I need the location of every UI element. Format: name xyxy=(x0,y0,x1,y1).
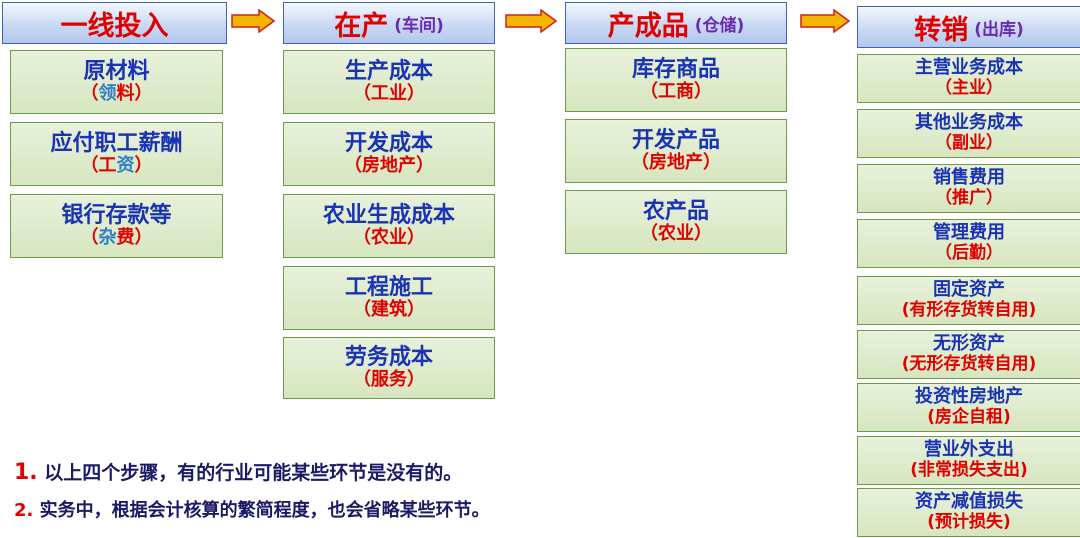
box-title: 销售费用 xyxy=(933,167,1005,189)
box-subtitle: （农业） xyxy=(640,223,712,245)
finished-box-development: 开发产品 （房地产） xyxy=(565,119,787,183)
note-number: 2. xyxy=(14,500,34,521)
header-investment-title: 一线投入 xyxy=(60,10,169,42)
box-subtitle: （杂费） xyxy=(80,227,153,249)
box-title: 农产品 xyxy=(642,199,709,224)
finished-box-goods: 库存商品 （工商） xyxy=(565,48,787,112)
header-wip-title: 在产 xyxy=(334,10,389,42)
box-subtitle: （工商） xyxy=(640,81,712,103)
box-subtitle: （工资） xyxy=(80,155,153,177)
transfer-box-impairment: 资产减值损失 (预计损失) xyxy=(857,488,1080,537)
box-title: 工程施工 xyxy=(344,275,433,300)
paren-open: （ xyxy=(80,227,99,249)
box-title: 银行存款等 xyxy=(61,203,172,228)
wip-box-agriculture: 农业生成成本 （农业） xyxy=(283,194,495,258)
paren-close: ） xyxy=(134,227,153,249)
highlight-char: 杂 xyxy=(98,227,117,249)
arrow-right-icon xyxy=(800,9,850,33)
arrow-right-icon xyxy=(231,9,275,33)
paren-open: （ xyxy=(80,155,99,177)
arrow-right-icon xyxy=(505,9,557,33)
box-title: 无形资产 xyxy=(933,333,1005,355)
investment-box-bank: 银行存款等 （杂费） xyxy=(10,194,223,258)
header-wip: 在产 (车间) xyxy=(283,2,495,44)
paren-close: ） xyxy=(134,155,153,177)
transfer-box-intangible-assets: 无形资产 (无形存货转自用) xyxy=(857,330,1080,379)
note-text: 以上四个步骤，有的行业可能某些环节是没有的。 xyxy=(44,462,463,484)
wip-box-development: 开发成本 （房地产） xyxy=(283,122,495,186)
transfer-box-main-cost: 主营业务成本 （主业） xyxy=(857,54,1080,103)
header-finished-title: 产成品 xyxy=(607,10,689,42)
header-finished-sub: (仓储) xyxy=(694,15,745,36)
box-title: 农业生成成本 xyxy=(322,203,455,228)
box-subtitle: (非常损失支出) xyxy=(910,460,1028,481)
box-subtitle: （领料） xyxy=(80,83,153,105)
rest-char: 费 xyxy=(116,227,135,249)
box-subtitle: （后勤） xyxy=(935,243,1003,264)
transfer-box-other-cost: 其他业务成本 （副业） xyxy=(857,109,1080,158)
box-subtitle: （建筑） xyxy=(353,299,425,321)
note-number: 1. xyxy=(14,460,38,485)
rest-char: 料 xyxy=(116,83,135,105)
box-title: 生产成本 xyxy=(344,59,433,84)
box-subtitle: （房地产） xyxy=(631,152,721,174)
box-title: 营业外支出 xyxy=(924,439,1014,461)
box-subtitle: （房地产） xyxy=(344,155,434,177)
highlight-char: 资 xyxy=(116,155,135,177)
paren-close: ） xyxy=(134,83,153,105)
transfer-box-fixed-assets: 固定资产 (有形存货转自用) xyxy=(857,276,1080,325)
header-investment: 一线投入 xyxy=(2,2,227,44)
box-subtitle: （推广） xyxy=(935,188,1003,209)
box-subtitle: （副业） xyxy=(935,133,1003,154)
investment-box-payroll: 应付职工薪酬 （工资） xyxy=(10,122,223,186)
note-2: 2. 实务中，根据会计核算的繁简程度，也会省略某些环节。 xyxy=(14,496,490,522)
transfer-box-admin-expense: 管理费用 （后勤） xyxy=(857,219,1080,268)
box-title: 原材料 xyxy=(83,59,150,84)
finished-box-agriculture: 农产品 （农业） xyxy=(565,190,787,254)
header-finished: 产成品 (仓储) xyxy=(565,2,787,44)
box-subtitle: （农业） xyxy=(353,227,425,249)
note-text: 实务中，根据会计核算的繁简程度，也会省略某些环节。 xyxy=(39,500,490,521)
paren-open: （ xyxy=(80,83,99,105)
transfer-box-sales-expense: 销售费用 （推广） xyxy=(857,164,1080,213)
wip-box-production: 生产成本 （工业） xyxy=(283,50,495,114)
header-wip-sub: (车间) xyxy=(394,15,444,36)
box-title: 应付职工薪酬 xyxy=(50,131,183,156)
box-subtitle: （工业） xyxy=(353,83,425,105)
wip-box-construction: 工程施工 （建筑） xyxy=(283,266,495,330)
box-subtitle: （主业） xyxy=(935,78,1003,99)
box-title: 管理费用 xyxy=(933,222,1005,244)
highlight-char: 领 xyxy=(98,83,117,105)
rest-char: 工 xyxy=(98,155,117,177)
box-title: 主营业务成本 xyxy=(915,57,1023,79)
box-subtitle: （服务） xyxy=(353,369,425,391)
header-transfer: 转销 (出库) xyxy=(857,6,1080,48)
box-subtitle: (房企自租) xyxy=(927,407,1011,428)
box-title: 开发产品 xyxy=(631,128,720,153)
box-title: 其他业务成本 xyxy=(915,112,1023,134)
box-title: 固定资产 xyxy=(933,279,1005,301)
box-subtitle: (预计损失) xyxy=(927,512,1011,533)
box-title: 投资性房地产 xyxy=(915,386,1023,408)
header-transfer-sub: (出库) xyxy=(974,19,1024,40)
box-title: 库存商品 xyxy=(631,57,720,82)
wip-box-service: 劳务成本 （服务） xyxy=(283,337,495,399)
investment-box-materials: 原材料 （领料） xyxy=(10,50,223,114)
note-1: 1. 以上四个步骤，有的行业可能某些环节是没有的。 xyxy=(14,458,462,485)
box-title: 资产减值损失 xyxy=(915,491,1023,513)
transfer-box-non-operating: 营业外支出 (非常损失支出) xyxy=(857,436,1080,485)
box-subtitle: (无形存货转自用) xyxy=(901,354,1037,375)
box-title: 开发成本 xyxy=(344,131,433,156)
box-title: 劳务成本 xyxy=(344,345,433,370)
transfer-box-investment-property: 投资性房地产 (房企自租) xyxy=(857,383,1080,432)
header-transfer-title: 转销 xyxy=(914,14,969,46)
box-subtitle: (有形存货转自用) xyxy=(901,300,1037,321)
